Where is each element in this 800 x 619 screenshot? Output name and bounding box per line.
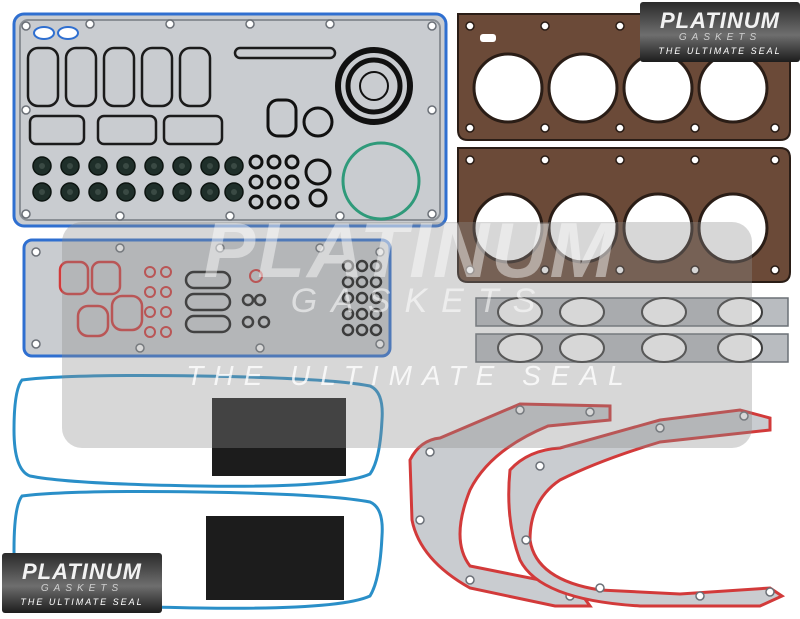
head-gasket-lower — [457, 147, 791, 283]
valve-cover-gasket-lower — [12, 490, 384, 610]
watermark-sub: GASKETS — [290, 282, 550, 320]
watermark-tagline: THE ULTIMATE SEAL — [186, 360, 634, 391]
brand-badge-bottom-left: PLATINUM GASKETS THE ULTIMATE SEAL — [2, 553, 162, 613]
front-cover-gasket-panel — [22, 238, 392, 358]
watermark-brand: PLATINUM — [203, 206, 617, 294]
badge-sub: GASKETS — [40, 583, 124, 594]
badge-brand: PLATINUM — [21, 559, 143, 584]
valve-cover-gasket-upper — [12, 374, 384, 488]
badge-tagline: THE ULTIMATE SEAL — [20, 597, 144, 607]
exhaust-manifold-gasket-upper — [475, 297, 789, 327]
badge-brand: PLATINUM — [659, 8, 781, 33]
badge-tagline: THE ULTIMATE SEAL — [658, 46, 782, 56]
brand-badge-top-right: PLATINUM GASKETS THE ULTIMATE SEAL — [640, 2, 800, 62]
valve-stem-seals — [32, 156, 244, 202]
watermark-backdrop — [62, 222, 752, 448]
exhaust-manifold-gasket-lower — [475, 333, 789, 363]
badge-sub: GASKETS — [678, 32, 762, 43]
timing-cover-gasket-right — [507, 408, 786, 608]
oil-pan-gasket-panel — [12, 12, 448, 228]
